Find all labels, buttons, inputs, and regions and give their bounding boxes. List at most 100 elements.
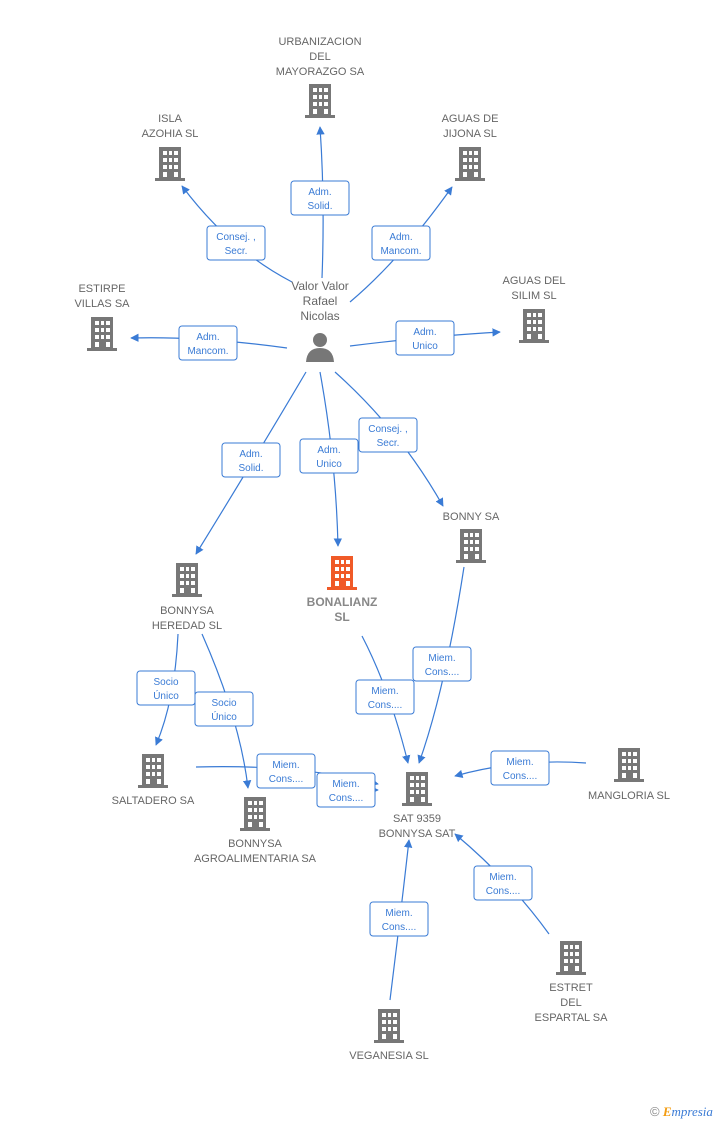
edge-label[interactable]: Miem.Cons.... — [490, 750, 550, 786]
edge-label-box — [490, 750, 550, 786]
company-name: ESPARTAL SA — [535, 1012, 609, 1024]
company-name: MAYORAZGO SA — [276, 66, 365, 78]
edge-label-text: Socio — [211, 698, 236, 709]
edge-label-box — [412, 646, 472, 682]
edge-label[interactable]: Miem.Cons.... — [355, 679, 415, 715]
brand-logo-text: mpresia — [671, 1104, 713, 1119]
edge-label[interactable]: Adm.Solid. — [221, 442, 281, 478]
building-icon — [455, 147, 485, 181]
person-icon — [306, 333, 334, 362]
edge-label-box — [299, 438, 359, 474]
edge-label-text: Unico — [412, 341, 438, 352]
edge-labels-layer: Adm.Solid. Consej. , Secr. Adm. Mancom. Adm. M… — [136, 180, 550, 937]
copyright-symbol: © — [650, 1104, 660, 1119]
edge-label-text: Solid. — [307, 201, 332, 212]
edge-label[interactable]: Consej. , Secr. — [358, 417, 418, 453]
edge-label-box — [256, 753, 316, 789]
edge-label-box — [136, 670, 196, 706]
building-icon — [327, 556, 357, 590]
building-icon — [519, 309, 549, 343]
edge-label[interactable]: Adm.Unico — [299, 438, 359, 474]
brand-logo-letter: E — [662, 1104, 672, 1119]
company-node-saltadero[interactable]: SALTADERO SA — [112, 754, 195, 807]
company-name: AGUAS DE — [442, 113, 499, 125]
company-name: SALTADERO SA — [112, 795, 195, 807]
company-name: BONNY SA — [443, 511, 500, 523]
edge-label-text: Cons.... — [486, 886, 520, 897]
building-icon — [402, 772, 432, 806]
edge-label[interactable]: Miem. Cons.... — [316, 772, 376, 808]
edge-label[interactable]: Consej. , Secr. — [206, 225, 266, 261]
company-name: SL — [334, 610, 349, 624]
edge-label-box — [369, 901, 429, 937]
edge-label-text: Secr. — [377, 438, 400, 449]
edge-label-text: Adm. — [196, 332, 219, 343]
edge-label-text: Consej. , — [216, 232, 255, 243]
company-name: AGUAS DEL — [503, 275, 566, 287]
company-name: BONNYSA SAT — [379, 828, 456, 840]
building-icon — [172, 563, 202, 597]
edge-label[interactable]: Miem.Cons.... — [256, 753, 316, 789]
edge-label-text: Miem. — [332, 779, 359, 790]
edge-label[interactable]: Miem.Cons.... — [412, 646, 472, 682]
edge-label-text: Cons.... — [368, 700, 402, 711]
building-icon — [556, 941, 586, 975]
company-name: HEREDAD SL — [152, 620, 222, 632]
company-name: SAT 9359 — [393, 813, 441, 825]
company-node-bonny[interactable]: BONNY SA — [443, 511, 500, 563]
edge-label-text: Socio — [153, 677, 178, 688]
building-icon — [138, 754, 168, 788]
edge-label[interactable]: Adm.Mancom. — [371, 225, 431, 261]
edge-label-box — [206, 225, 266, 261]
edge-label-box — [358, 417, 418, 453]
edge-label-text: Mancom. — [187, 346, 228, 357]
edge-label-text: Miem. — [272, 760, 299, 771]
company-name: JIJONA SL — [443, 128, 497, 140]
edge-label-box — [194, 691, 254, 727]
edge-label[interactable]: Adm.Unico — [395, 320, 455, 356]
edge-label-box — [371, 225, 431, 261]
edge-label-text: Miem. — [506, 757, 533, 768]
edge-label[interactable]: Adm.Solid. — [290, 180, 350, 216]
company-name: AGROALIMENTARIA SA — [194, 853, 317, 865]
company-name: ESTIRPE — [78, 283, 125, 295]
edge-label-text: Secr. — [225, 246, 248, 257]
edge-label-box — [290, 180, 350, 216]
edge-label-box — [355, 679, 415, 715]
company-name: VILLAS SA — [74, 298, 130, 310]
edge-label-text: Adm. — [239, 449, 262, 460]
company-name: SILIM SL — [511, 290, 556, 302]
company-node-estirpe[interactable]: ESTIRPE VILLAS SA — [74, 283, 130, 351]
edge-label[interactable]: Miem.Cons.... — [369, 901, 429, 937]
edge-label[interactable]: Adm. Mancom. — [178, 325, 238, 361]
company-node-veganesia[interactable]: VEGANESIA SL — [349, 1009, 429, 1062]
building-icon — [155, 147, 185, 181]
building-icon — [614, 748, 644, 782]
edge-label[interactable]: Miem.Cons.... — [473, 865, 533, 901]
company-node-aguas_jijona[interactable]: AGUAS DE JIJONA SL — [442, 113, 499, 181]
edge-label-text: Mancom. — [380, 246, 421, 257]
company-node-mangloria[interactable]: MANGLORIA SL — [588, 748, 670, 802]
company-name: ESTRET — [549, 982, 593, 994]
edge-label-text: Consej. , — [368, 424, 407, 435]
building-icon — [456, 529, 486, 563]
brand-footer[interactable]: © Empresia — [650, 1104, 713, 1120]
edge-label-box — [178, 325, 238, 361]
edge-label-text: Cons.... — [329, 793, 363, 804]
edge-label-text: Miem. — [428, 653, 455, 664]
edge-label-box — [316, 772, 376, 808]
company-node-aguas_silim[interactable]: AGUAS DEL SILIM SL — [503, 275, 566, 343]
person-name: Nicolas — [300, 309, 339, 323]
edge-label-text: Unico — [316, 459, 342, 470]
